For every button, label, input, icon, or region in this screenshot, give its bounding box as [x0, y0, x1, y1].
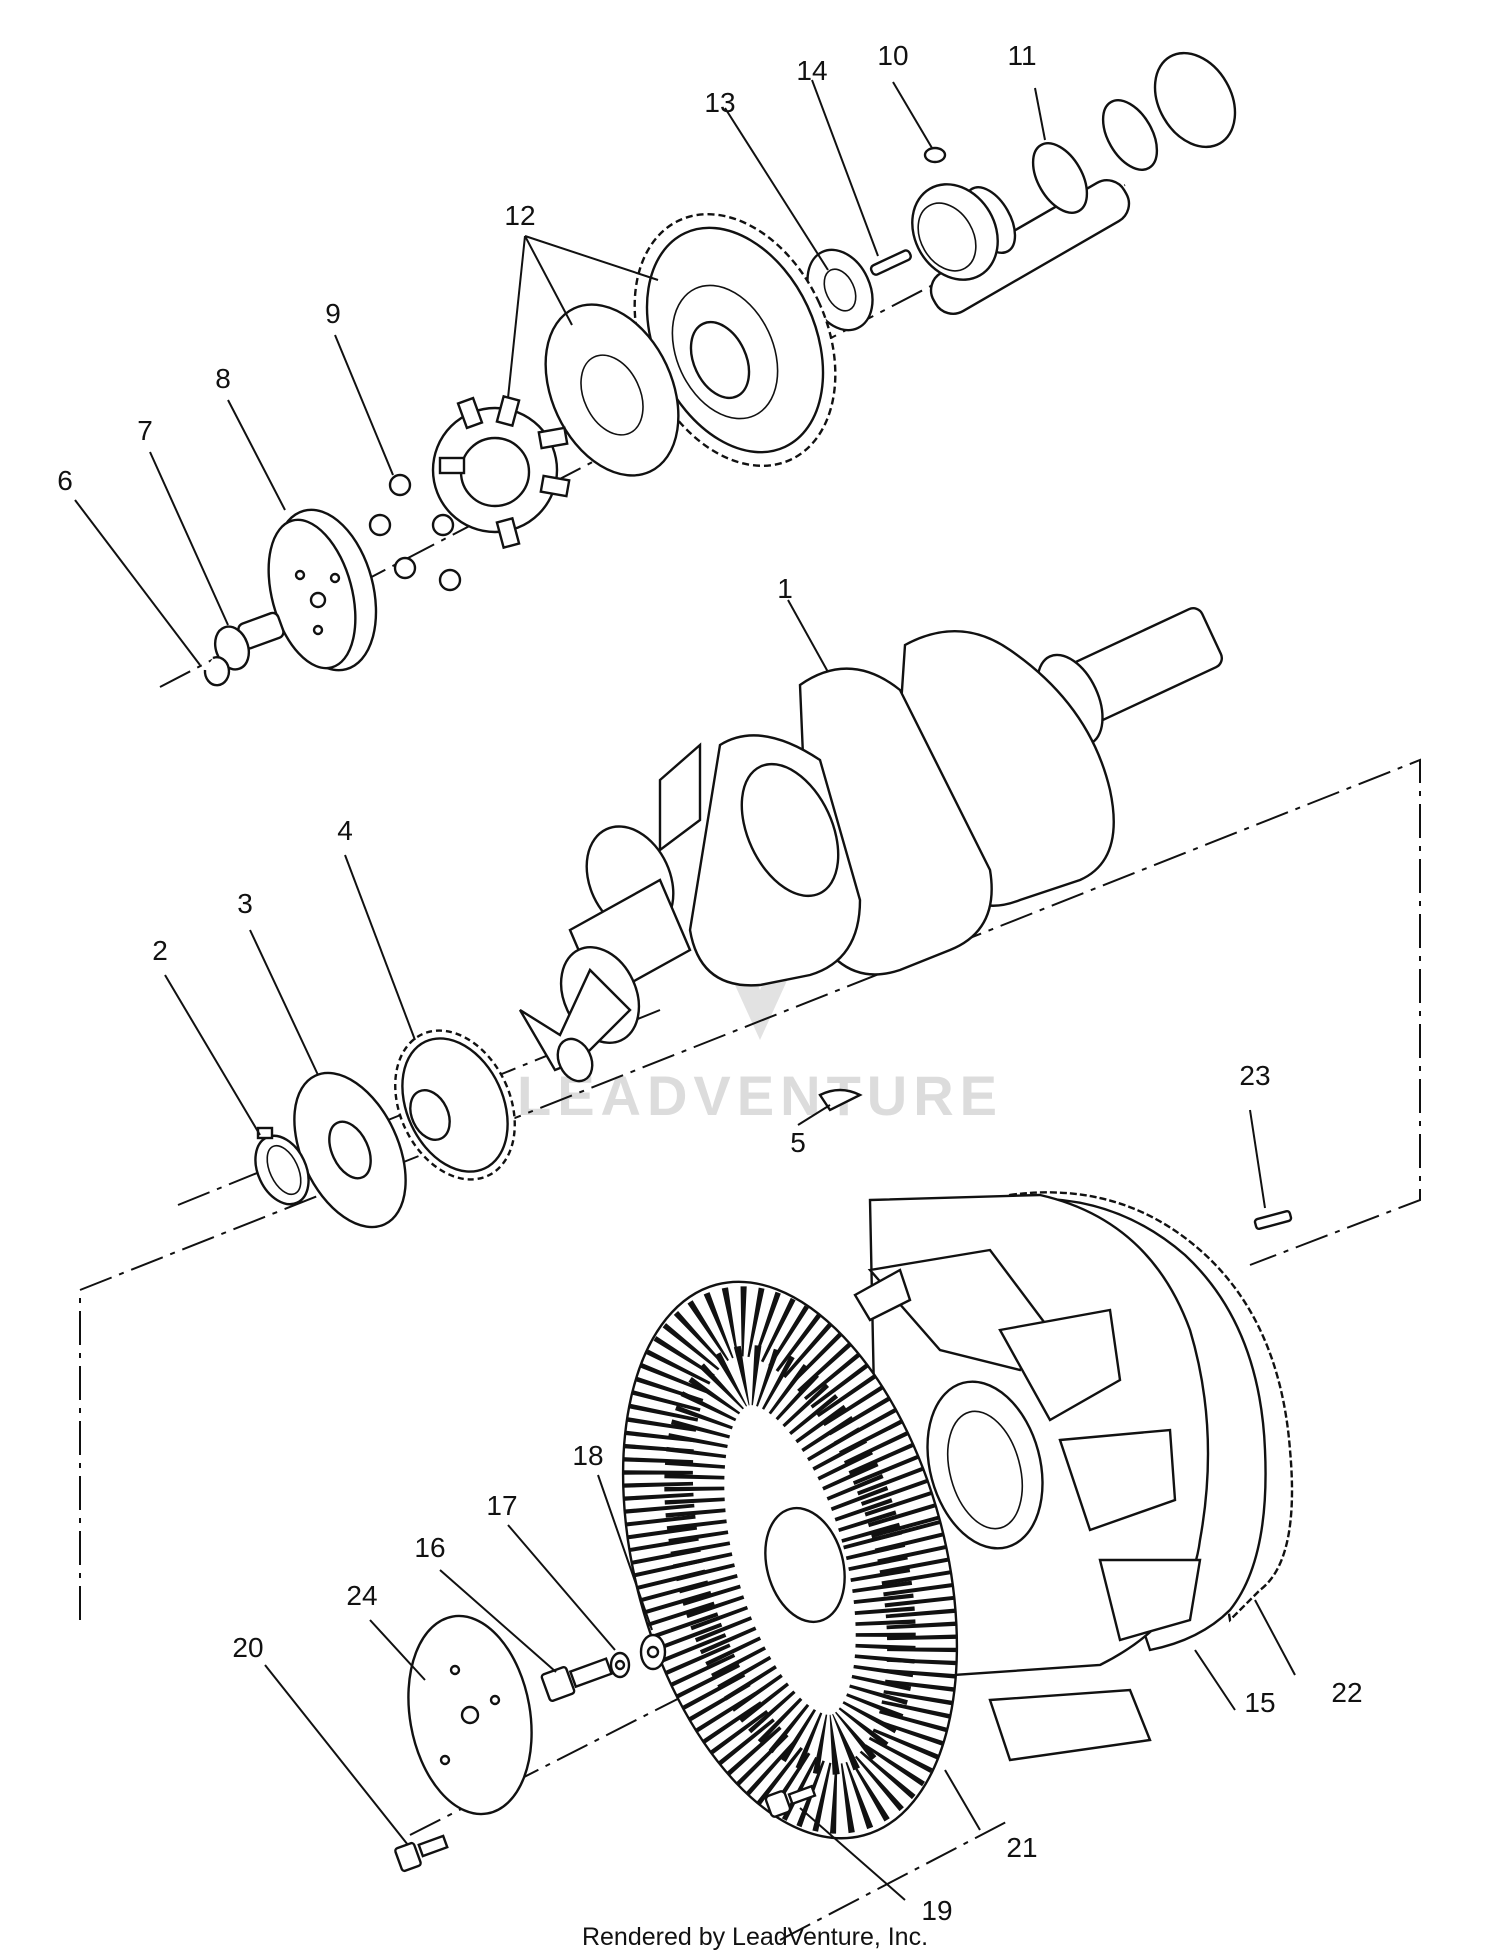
cam-gear [633, 213, 837, 467]
callout-18: 18 [572, 1440, 603, 1471]
camshaft-pin [869, 249, 912, 276]
callout-19: 19 [921, 1895, 952, 1926]
crankshaft-thrust-washer [293, 1071, 407, 1229]
governor-spider [431, 394, 571, 550]
callout-3: 3 [237, 888, 253, 919]
callout-17: 17 [486, 1490, 517, 1521]
callout-24: 24 [346, 1580, 377, 1611]
flywheel-washer [639, 1633, 667, 1671]
camshaft-key [923, 146, 947, 164]
screen-screw [764, 1784, 817, 1818]
flywheel [853, 1191, 1294, 1762]
fan-retainer [407, 1614, 533, 1816]
callout-20: 20 [232, 1632, 263, 1663]
leader-lines [74, 79, 1296, 1901]
crankshaft [518, 607, 1224, 1083]
callout-9: 9 [325, 298, 341, 329]
callout-5: 5 [790, 1127, 806, 1158]
callout-12: 12 [504, 200, 535, 231]
callout-labels: 1 2 3 4 5 6 7 8 9 10 11 12 13 14 15 16 1… [57, 40, 1362, 1926]
callout-15: 15 [1244, 1687, 1275, 1718]
flywheel-key [1253, 1209, 1293, 1231]
callout-4: 4 [337, 815, 353, 846]
governor-thrust-washer [544, 303, 680, 477]
governor-cup [267, 508, 378, 672]
retainer-screw [394, 1834, 449, 1873]
callout-8: 8 [215, 363, 231, 394]
footer-credit: Rendered by LeadVenture, Inc. [582, 1923, 928, 1951]
callout-22: 22 [1331, 1677, 1362, 1708]
callout-1: 1 [777, 573, 793, 604]
flywheel-bolt [540, 1657, 614, 1702]
governor-bushing [213, 611, 285, 671]
camshaft [911, 51, 1237, 315]
callout-14: 14 [796, 55, 827, 86]
crankshaft-gear [394, 1029, 516, 1181]
lock-washer [609, 1651, 631, 1679]
callout-7: 7 [137, 415, 153, 446]
callout-23: 23 [1239, 1060, 1270, 1091]
watermark-text: LEADVENTURE [517, 1064, 1003, 1127]
callout-2: 2 [152, 935, 168, 966]
e-ring [203, 656, 231, 687]
callout-10: 10 [877, 40, 908, 71]
callout-16: 16 [414, 1532, 445, 1563]
callout-6: 6 [57, 465, 73, 496]
flywheel-screen [621, 1280, 959, 1840]
callout-13: 13 [704, 87, 735, 118]
callout-11: 11 [1007, 40, 1036, 71]
governor-balls [368, 473, 462, 592]
callout-21: 21 [1006, 1832, 1037, 1863]
retaining-ring [254, 1126, 310, 1206]
